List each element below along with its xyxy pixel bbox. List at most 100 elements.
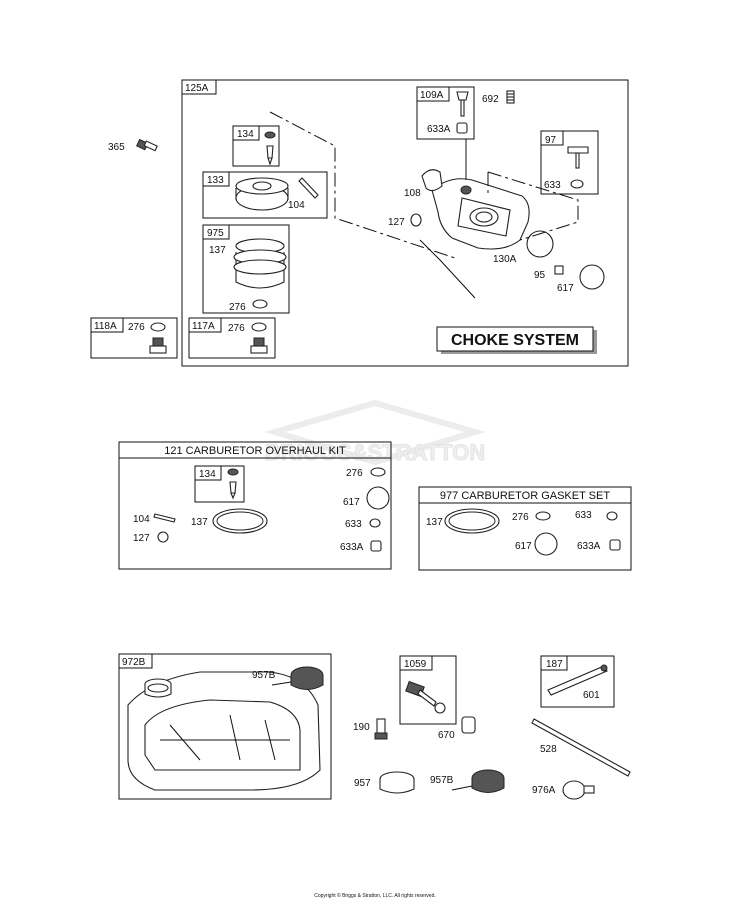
box-97 [540, 130, 599, 195]
filter-976a-part [562, 780, 595, 800]
fuel-cap-957-part [379, 771, 415, 794]
vent-cap-957b-a-part [271, 666, 324, 690]
overhaul-kit-header [118, 441, 392, 459]
shaft-109a-part [456, 91, 469, 117]
kit-label-127: 127 [133, 533, 150, 544]
fuel-tank-section: 972B 957B 1059 190 670 [118, 653, 631, 800]
kit-oring-617-part [366, 486, 390, 510]
brand-watermark: BRIGGS&STRATTON [264, 399, 486, 466]
label-617: 617 [557, 283, 574, 294]
screw-365-part [136, 138, 158, 152]
label-528: 528 [540, 744, 557, 755]
label-670: 670 [438, 730, 455, 741]
label-1059: 1059 [404, 659, 427, 670]
box-tag-972b [118, 653, 153, 669]
set-label-617: 617 [515, 541, 532, 552]
label-976a: 976A [532, 785, 556, 796]
copyright-notice: Copyright © Briggs & Stratton, LLC. All … [314, 892, 436, 899]
box-tag-97 [540, 130, 564, 146]
bowl-975-part [233, 238, 287, 289]
choke-label-box [436, 326, 594, 352]
label-134: 134 [237, 129, 254, 140]
set-seal-633-part [606, 511, 618, 521]
box-972b [118, 653, 332, 800]
box-tag-1059 [399, 655, 433, 671]
label-601: 601 [583, 690, 600, 701]
overhaul-kit-title: 121 CARBURETOR OVERHAUL KIT [164, 445, 346, 457]
kit-ring-127-part [157, 531, 169, 543]
label-137: 137 [209, 245, 226, 256]
box-975 [202, 224, 290, 314]
line-528-part [531, 718, 631, 777]
float-133-part [235, 177, 289, 211]
label-97: 97 [545, 135, 557, 146]
set-washer-276-part [535, 511, 551, 521]
washer-118a-part [150, 322, 166, 332]
label-957b-a: 957B [252, 670, 276, 681]
label-127: 127 [388, 217, 405, 228]
kit-seal-633a-part [370, 540, 382, 552]
label-133: 133 [207, 175, 224, 186]
kit-needle-134-part [227, 468, 239, 500]
set-gasket-137-part [444, 508, 500, 534]
label-104: 104 [288, 200, 305, 211]
assembly-line-b [419, 239, 476, 299]
label-972b: 972B [122, 657, 146, 668]
washer-276-part [252, 299, 268, 309]
box-tag-118a [90, 317, 124, 333]
set-gasket-137-inner [448, 511, 496, 531]
box-117a [188, 317, 276, 359]
box-tag-109a [416, 86, 450, 102]
label-109a: 109A [420, 90, 444, 101]
set-label-633a: 633A [577, 541, 601, 552]
box-187 [540, 655, 615, 708]
box-tag-117a [188, 317, 222, 333]
oring-617-part [579, 264, 605, 290]
washer-117a-part [251, 322, 267, 332]
kit-label-134: 134 [199, 469, 216, 480]
box-tag-134 [232, 125, 260, 141]
set-oring-617-part [534, 532, 558, 556]
kit-label-276: 276 [346, 468, 363, 479]
seal-633a-part [456, 122, 468, 134]
screw-95-part [554, 265, 564, 275]
label-108: 108 [404, 188, 421, 199]
gasket-set-section: 977 CARBURETOR GASKET SET 137 276 633 61… [418, 486, 632, 571]
kit-pin-104-part [153, 513, 176, 523]
label-975: 975 [207, 228, 224, 239]
fuel-tank-972b-part [127, 671, 321, 791]
bushing-670-part [461, 716, 476, 734]
label-633a: 633A [427, 124, 451, 135]
label-957b-b: 957B [430, 775, 454, 786]
seal-633-part [570, 179, 584, 189]
choke-system-box [181, 79, 629, 367]
pin-104-part [298, 177, 319, 199]
assembly-line-a [269, 111, 456, 259]
box-tag-125a [181, 79, 217, 95]
tube-187-part [547, 664, 608, 696]
label-118a-276: 276 [128, 322, 145, 333]
set-label-633: 633 [575, 510, 592, 521]
label-633: 633 [544, 180, 561, 191]
label-117a-276: 276 [228, 323, 245, 334]
kit-label-617: 617 [343, 497, 360, 508]
kit-label-137: 137 [191, 517, 208, 528]
label-957: 957 [354, 778, 371, 789]
label-365: 365 [108, 142, 125, 153]
box-tag-975 [202, 224, 230, 240]
kit-washer-276-part [370, 467, 386, 477]
assembly-line-d [487, 171, 579, 241]
watermark-text: BRIGGS&STRATTON [265, 440, 485, 465]
kit-box-tag-134 [194, 465, 222, 481]
gasket-set-header [418, 486, 632, 504]
label-130a: 130A [493, 254, 517, 265]
label-125a-box: 125A [185, 83, 209, 94]
ring-127-part [410, 213, 422, 227]
kit-label-104: 104 [133, 514, 150, 525]
vent-cap-957b-b-part [451, 769, 505, 793]
kit-label-633: 633 [345, 519, 362, 530]
box-118a [90, 317, 178, 359]
gasket-set-title: 977 CARBURETOR GASKET SET [440, 490, 610, 502]
kit-label-633a: 633A [340, 542, 364, 553]
